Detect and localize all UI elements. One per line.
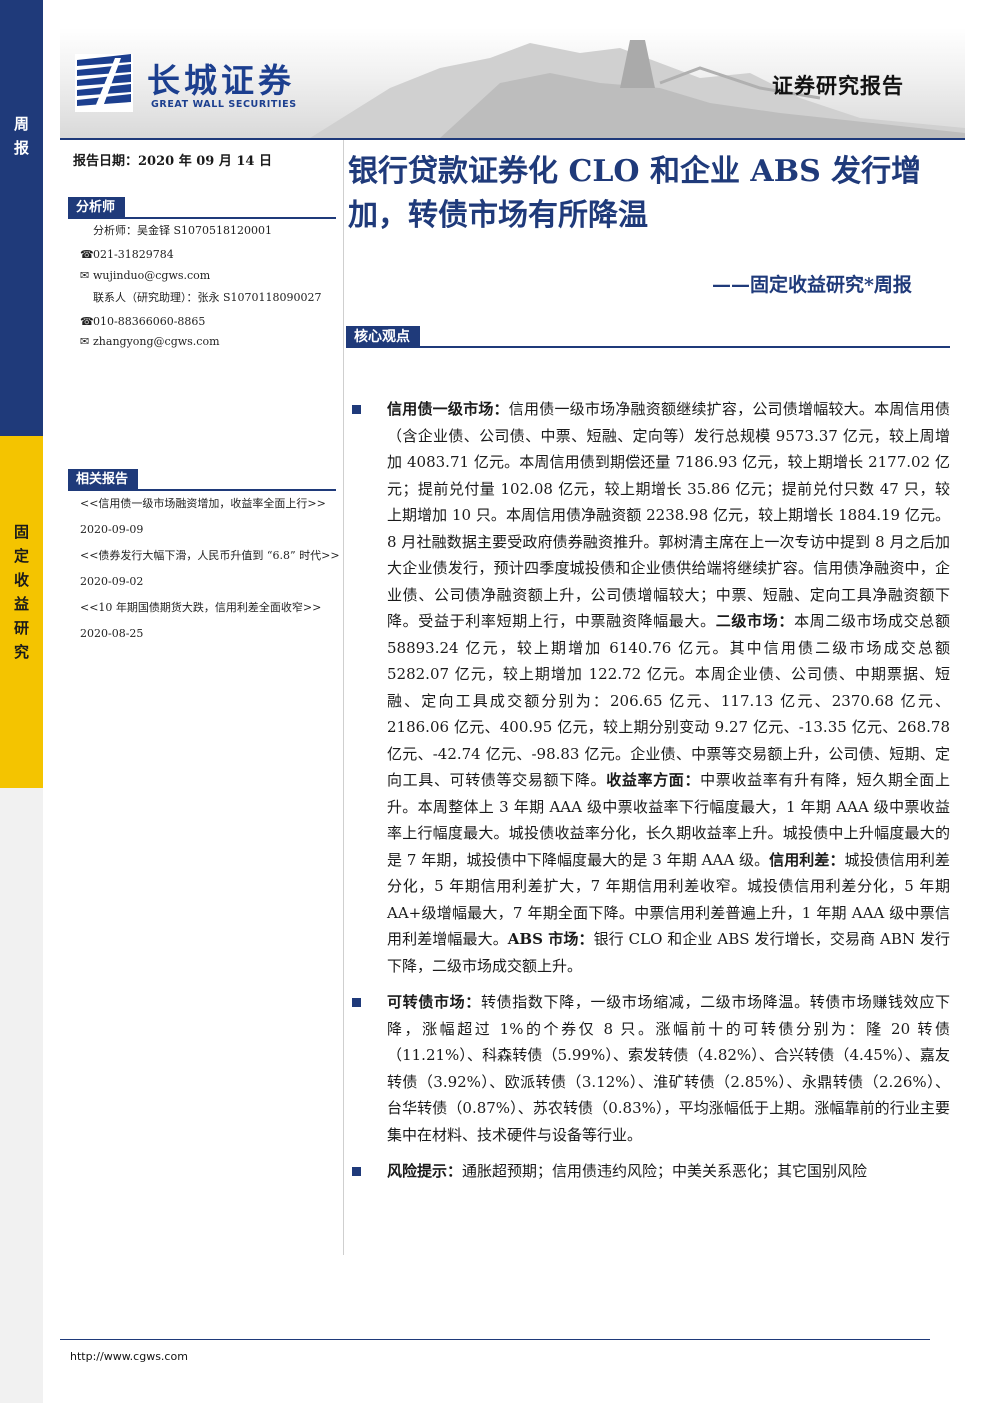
report-date: 报告日期：2020 年 09 月 14 日 [73, 154, 272, 169]
company-logo: 长城证券 GREAT WALL SECURITIES [75, 52, 325, 122]
related-reports-label: 相关报告 [68, 469, 139, 491]
side-label-weekly: 周 报 [13, 115, 29, 157]
column-divider [343, 140, 344, 1255]
footer-url[interactable]: http://www.cgws.com [70, 1350, 188, 1363]
analyst-line: 分析师：吴金铎 S1070518120001 [93, 224, 273, 237]
core-view-bullets: 信用债一级市场：信用债一级市场净融资额继续扩容，公司债增幅较大。本周信用债（含企… [352, 396, 950, 1195]
side-label-fixed-income: 固 定 收 益 研 究 [13, 523, 29, 661]
header-rule [60, 138, 965, 140]
side-bar-bottom [0, 788, 43, 1403]
contact-email[interactable]: ✉zhangyong@cgws.com [80, 335, 220, 348]
related-report-item[interactable]: <<10 年期国债期货大跌，信用利差全面收窄>> 2020-08-25 [80, 601, 322, 640]
page-header [60, 28, 965, 138]
contact-line: 联系人（研究助理）：张永 S1070118090027 [93, 291, 322, 304]
bullet-credit-bond-market: 信用债一级市场：信用债一级市场净融资额继续扩容，公司债增幅较大。本周信用债（含企… [352, 396, 950, 979]
footer-rule [60, 1339, 930, 1340]
report-subtitle: ——固定收益研究*周报 [712, 274, 912, 296]
phone-icon: ☎ [80, 315, 94, 328]
report-title: 银行贷款证券化 CLO 和企业 ABS 发行增加，转债市场有所降温 [348, 154, 922, 233]
core-view-header: 核心观点 [346, 326, 950, 348]
document-type: 证券研究报告 [772, 74, 904, 98]
related-reports-header: 相关报告 [68, 469, 336, 491]
side-bar-top [0, 0, 43, 436]
related-reports-list: <<信用债一级市场融资增加，收益率全面上行>> 2020-09-09 <<债券发… [80, 491, 342, 647]
analyst-phone: ☎021-31829784 [80, 248, 174, 261]
great-wall-logo-icon [75, 54, 133, 112]
bullet-square-icon [352, 998, 361, 1007]
core-view-label: 核心观点 [346, 326, 420, 348]
bullet-risk-warning: 风险提示：通胀超预期；信用债违约风险；中美关系恶化；其它国别风险 [352, 1158, 950, 1185]
contact-phone: ☎010-88366060-8865 [80, 315, 206, 328]
side-bar-middle [0, 436, 43, 788]
great-wall-background-icon [310, 40, 965, 138]
bullet-convertible-bond-market: 可转债市场：转债指数下降，一级市场缩减，二级市场降温。转债市场赚钱效应下降，涨幅… [352, 989, 950, 1148]
mail-icon: ✉ [80, 269, 90, 282]
logo-chinese-name: 长城证券 [147, 61, 295, 100]
related-report-item[interactable]: <<债券发行大幅下滑，人民币升值到 “6.8” 时代>> 2020-09-02 [80, 549, 340, 588]
analyst-email[interactable]: ✉wujinduo@cgws.com [80, 269, 211, 282]
mail-icon: ✉ [80, 335, 90, 348]
analyst-section-label: 分析师 [68, 197, 126, 219]
phone-icon: ☎ [80, 248, 94, 261]
bullet-square-icon [352, 1167, 361, 1176]
bullet-square-icon [352, 405, 361, 414]
related-report-item[interactable]: <<信用债一级市场融资增加，收益率全面上行>> 2020-09-09 [80, 497, 326, 536]
analyst-section-header: 分析师 [68, 197, 336, 219]
logo-english-name: GREAT WALL SECURITIES [151, 99, 297, 110]
